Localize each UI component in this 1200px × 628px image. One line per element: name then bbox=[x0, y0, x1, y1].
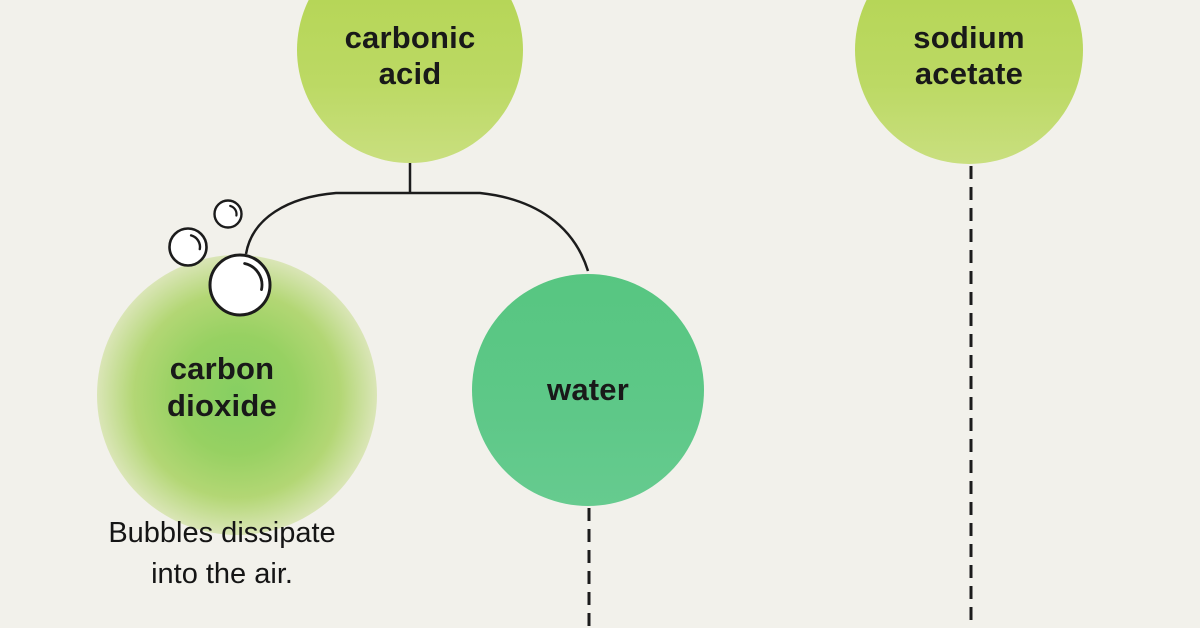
connector-carbonic-to-carbon-dioxide bbox=[244, 191, 410, 255]
carbon-dioxide-label-line1: carbon bbox=[169, 351, 275, 386]
sodium-acetate-label-line2: acetate bbox=[914, 56, 1024, 91]
connector-carbonic-to-water bbox=[410, 191, 590, 272]
caption-bubbles-dissipate: Bubbles dissipate into the air. bbox=[72, 513, 372, 595]
node-water-label: water bbox=[472, 372, 704, 408]
bubble-large-highlight bbox=[243, 262, 264, 291]
bubble-small-highlight bbox=[229, 204, 238, 217]
node-carbonic-acid-label: carbonic acid bbox=[297, 20, 523, 92]
bubbles-icon bbox=[168, 199, 272, 317]
node-carbon-dioxide-label: carbon dioxide bbox=[92, 350, 352, 424]
node-sodium-acetate-label: sodium acetate bbox=[855, 20, 1083, 92]
carbon-dioxide-label-line2: dioxide bbox=[167, 388, 277, 423]
bubble-medium-highlight bbox=[189, 234, 202, 251]
bubble-small-icon bbox=[213, 199, 243, 229]
water-label-line1: water bbox=[547, 372, 629, 407]
node-water bbox=[472, 274, 704, 506]
carbonic-acid-label-line2: acid bbox=[378, 56, 442, 91]
sodium-acetate-label-line1: sodium bbox=[913, 20, 1025, 55]
caption-line1: Bubbles dissipate bbox=[108, 517, 336, 549]
caption-line2: into the air. bbox=[151, 558, 293, 590]
carbonic-acid-label-line1: carbonic bbox=[344, 20, 476, 55]
